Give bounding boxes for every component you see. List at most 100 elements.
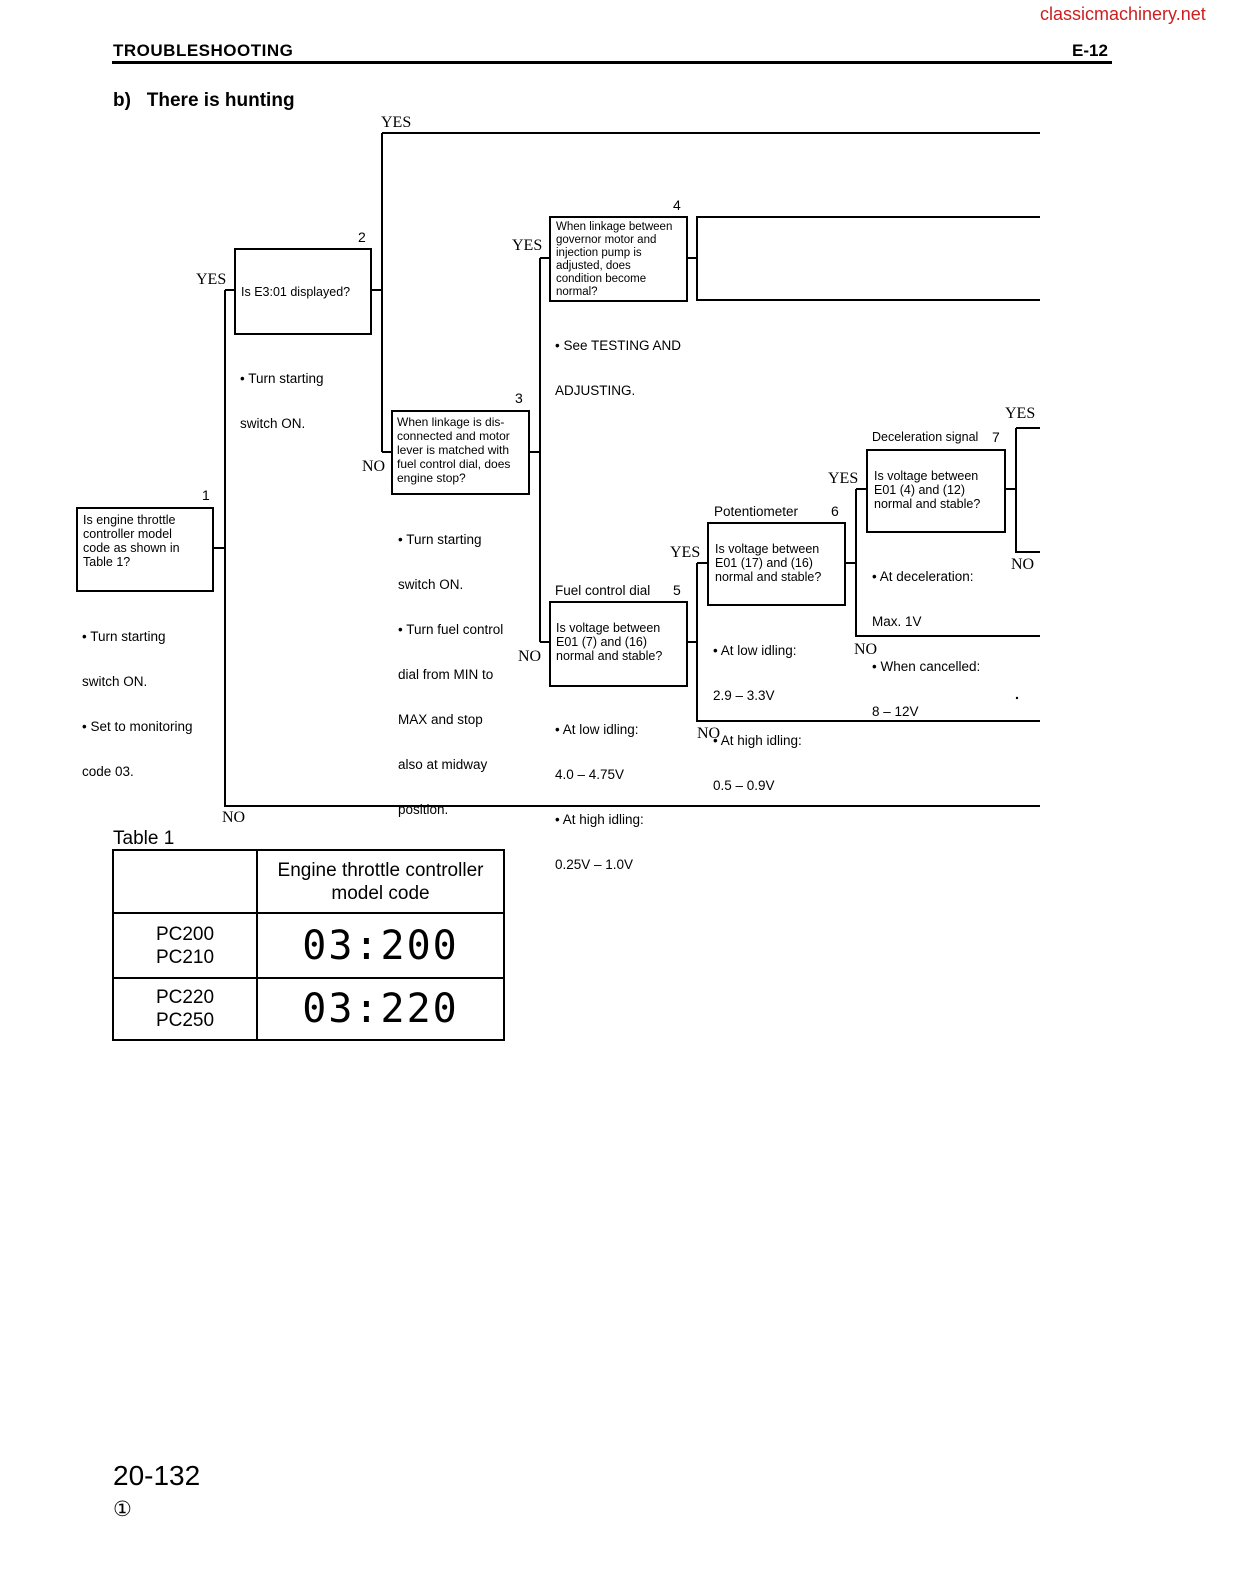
table-model-cell: PC200 PC210 [112,912,258,979]
step-2-box: Is E3:01 displayed? [234,248,372,335]
branch-yes-label: YES [828,470,859,487]
step-1-line: code as shown in [83,541,180,555]
table-row: PC200 PC210 03:200 [112,912,505,979]
step-4-line: governor motor and [556,234,657,246]
step-2-line: Is E3:01 displayed? [241,284,351,299]
step-5-number: 5 [673,582,681,598]
model-name: PC250 [155,1010,215,1031]
step-1-box: Is engine throttle controller model code… [76,507,214,592]
branch-no-label: NO [362,458,386,475]
step-3-number: 3 [515,390,523,406]
step-6-number: 6 [831,503,839,519]
step-2-number: 2 [358,229,366,245]
step-7-line: Is voltage between [874,469,979,483]
result-box-step4 [696,216,1040,301]
table-model-cell: PC220 PC250 [112,977,258,1041]
branch-no-label: NO [854,641,878,658]
branch-yes-label: YES [512,237,543,254]
step-3-box: When linkage is dis- connected and motor… [391,410,530,495]
section-title: TROUBLESHOOTING [113,41,294,60]
step-3-line: When linkage is dis- [397,415,505,429]
lcd-code-display: 03:220 [256,977,505,1041]
note-line: switch ON. [240,416,306,431]
note-line: • At low idling: [713,643,797,658]
step-1-number: 1 [202,487,210,503]
note-line: 0.5 – 0.9V [713,778,775,793]
branch-yes-label: YES [381,114,412,131]
step-5-line: E01 (7) and (16) [556,635,648,649]
note-line: MAX and stop [398,712,483,727]
step-7-line: E01 (4) and (12) [874,483,966,497]
note-line: position. [398,802,449,817]
speck-dot [1015,696,1019,700]
watermark: classicmachinery.net [1040,4,1206,24]
table-row: PC220 PC250 03:220 [112,977,505,1041]
step-3-line: engine stop? [397,471,466,485]
branch-yes-label: YES [670,544,701,561]
step-2-notes: • Turn starting switch ON. [240,341,324,446]
step-4-box: When linkage between governor motor and … [549,216,688,302]
step-5-line: Is voltage between [556,621,661,635]
table-header-cell [112,849,258,914]
note-line: • At low idling: [555,722,639,737]
note-line: • Turn starting [398,532,482,547]
branch-yes-label: YES [196,271,227,288]
step-5-label: Fuel control dial [555,583,651,598]
step-6-line: E01 (17) and (16) [715,556,813,570]
table-header-cell: Engine throttle controller model code [256,849,505,914]
branch-no-label: NO [518,648,542,665]
note-line: switch ON. [82,674,148,689]
step-4-notes: • See TESTING AND ADJUSTING. [555,308,681,413]
step-4-line: adjusted, does [556,260,631,272]
step-3-line: fuel control dial, does [397,457,511,471]
branch-no-label: NO [1011,556,1035,573]
step-5-notes: • At low idling: 4.0 – 4.75V • At high i… [555,692,644,887]
table-header-row: Engine throttle controller model code [112,849,505,914]
page-number: 20-132 [113,1460,201,1491]
lcd-code-display: 03:200 [256,912,505,979]
step-1-line: controller model [83,527,172,541]
note-line: • Set to monitoring [82,719,193,734]
step-6-line: normal and stable? [715,570,822,584]
model-name: PC200 [155,923,215,945]
step-5-line: normal and stable? [556,649,663,663]
step-4-number: 4 [673,197,681,213]
note-line: • At high idling: [713,733,802,748]
model-name: PC220 [155,987,215,1008]
note-line: ADJUSTING. [555,383,636,398]
note-line: • When cancelled: [872,659,981,674]
note-line: • See TESTING AND [555,338,682,353]
note-line: • Turn starting [82,629,166,644]
note-line: • At deceleration: [872,569,974,584]
table-caption: Table 1 [113,828,175,849]
step-6-label: Potentiometer [714,504,799,519]
note-line: Max. 1V [872,614,922,629]
step-4-line: When linkage between [556,221,673,233]
branch-yes-label: YES [1005,405,1036,422]
step-1-line: Table 1? [83,555,131,569]
step-7-box: Is voltage between E01 (4) and (12) norm… [866,449,1006,533]
step-3-notes: • Turn starting switch ON. • Turn fuel c… [398,502,503,832]
model-name: PC210 [155,946,215,968]
section-code: E-12 [1072,41,1108,60]
step-5-box: Is voltage between E01 (7) and (16) norm… [549,601,688,687]
note-line: code 03. [82,764,134,779]
note-line: also at midway [398,757,488,772]
note-line: 4.0 – 4.75V [555,767,625,782]
step-4-line: injection pump is [556,247,642,259]
step-4-line: normal? [556,286,598,298]
step-7-number: 7 [992,429,1000,445]
step-3-line: connected and motor [397,429,510,443]
note-line: 0.25V – 1.0V [555,857,634,872]
step-3-line: lever is matched with [397,443,510,457]
step-7-label: Deceleration signal [872,430,979,444]
revision-mark: ① [113,1498,132,1521]
note-line: • Turn starting [240,371,324,386]
note-line: • At high idling: [555,812,644,827]
step-7-line: normal and stable? [874,497,981,511]
step-6-notes: • At low idling: 2.9 – 3.3V • At high id… [713,613,802,808]
step-4-line: condition become [556,273,647,285]
note-line: • Turn fuel control [398,622,504,637]
step-7-notes: • At deceleration: Max. 1V • When cancel… [872,539,980,734]
